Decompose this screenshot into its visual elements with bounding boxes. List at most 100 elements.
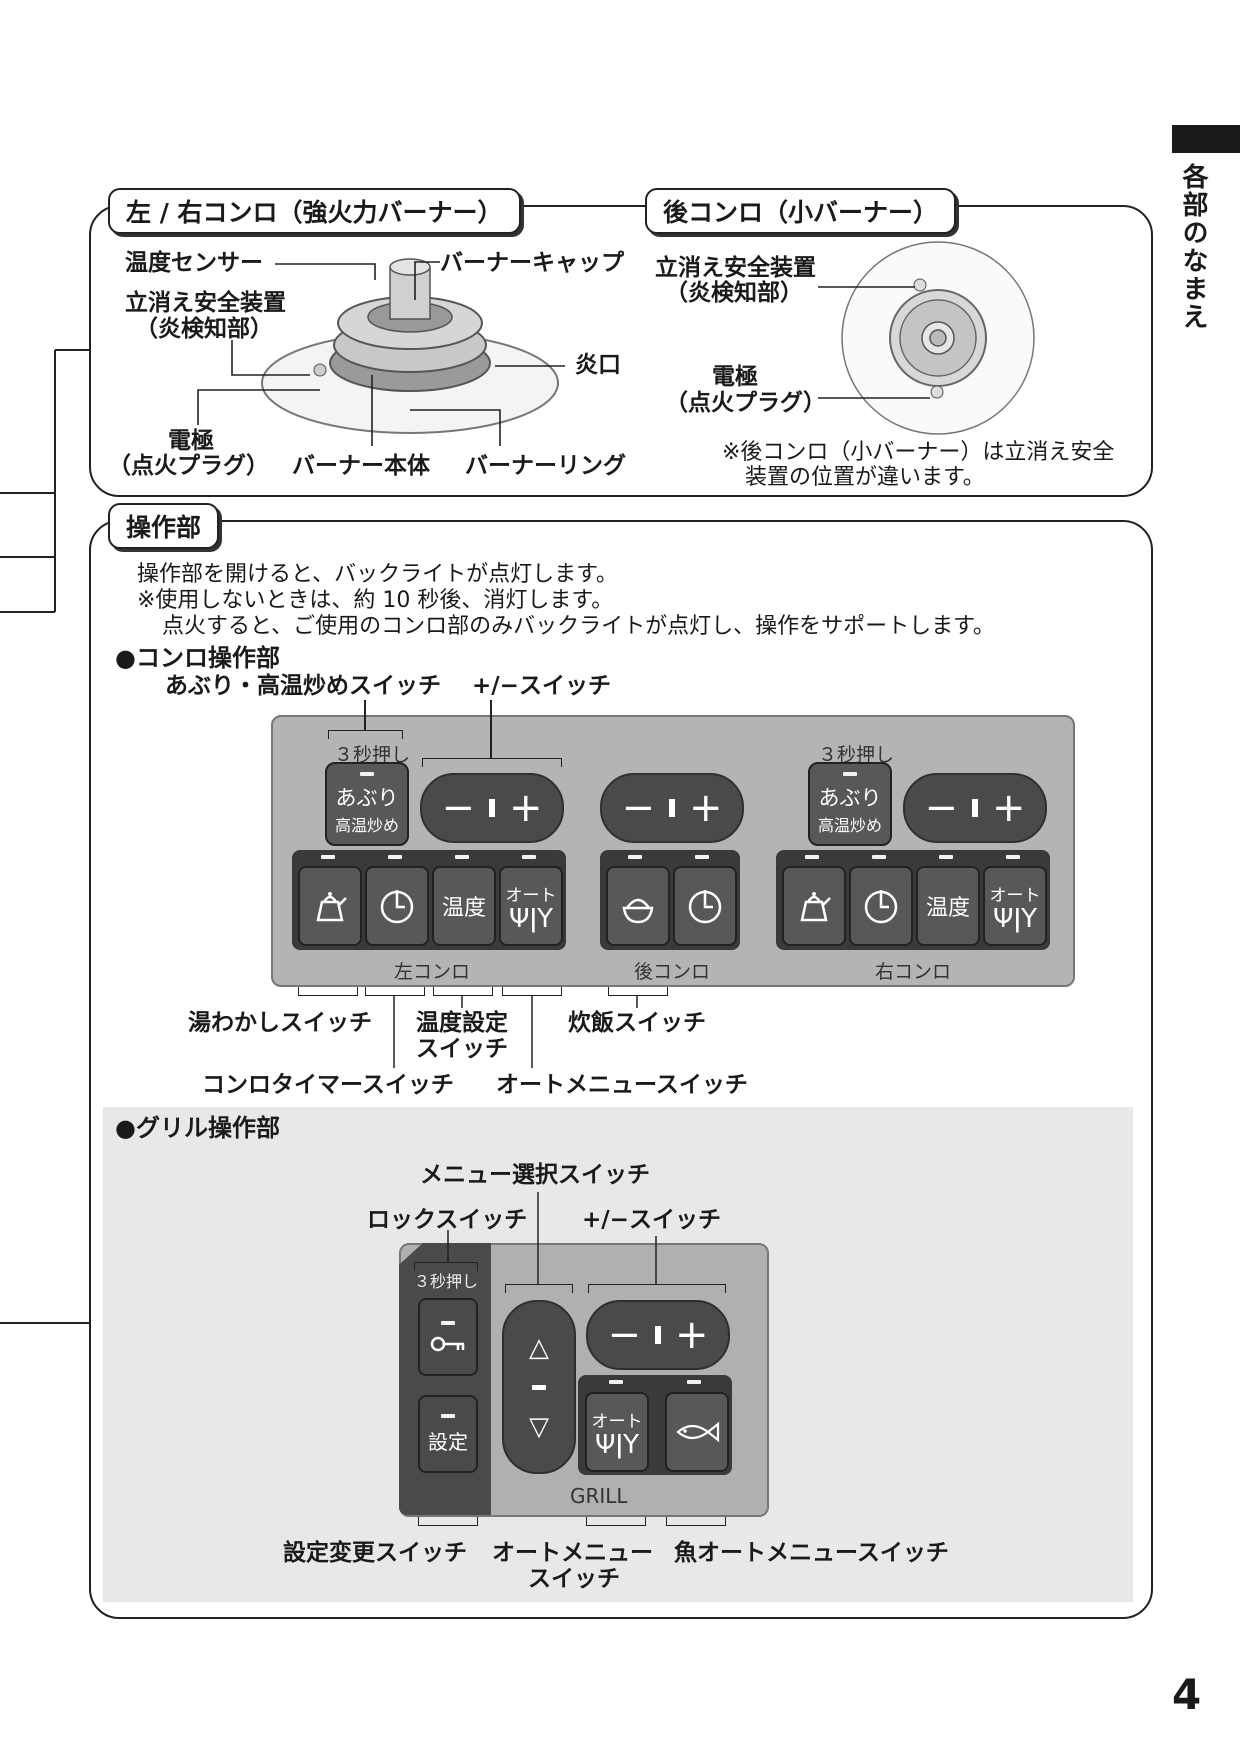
right-stove-label: 右コンロ (875, 961, 952, 983)
grill-hold3: ３秒押し (414, 1272, 479, 1291)
fish-auto-button[interactable] (665, 1392, 729, 1472)
side-tab-label: 各部のなまえ (1178, 163, 1208, 331)
left-kettle-button[interactable] (298, 866, 362, 946)
right-timer-button[interactable] (849, 866, 913, 946)
kettle-bracket (298, 987, 358, 996)
timer-icon (688, 890, 722, 924)
setting-button[interactable]: 設定 (418, 1395, 478, 1473)
grill-plus-minus-button[interactable]: −+ (586, 1300, 730, 1370)
rear-leader-lines (818, 286, 930, 399)
grill-auto-bracket (586, 1517, 646, 1526)
grill-pm-bracket (588, 1284, 726, 1293)
plus-icon: + (689, 785, 723, 831)
led (522, 855, 536, 859)
kettle-switch-label: 湯わかしスイッチ (188, 1010, 372, 1036)
lock-switch-label: ロックスイッチ (367, 1207, 528, 1233)
fish-auto-menu-label: 魚オートメニュースイッチ (674, 1540, 949, 1566)
grill-auto-button[interactable]: オート ΨǀY (585, 1392, 649, 1472)
rear-electrode-sub-label: （点火プラグ） (665, 390, 826, 416)
burner-body-label: バーナー本体 (292, 453, 430, 479)
fish-icon (676, 1421, 720, 1443)
left-plus-minus-button[interactable]: −+ (420, 773, 564, 843)
setting-text: 設定 (428, 1429, 468, 1454)
minus-icon: − (441, 785, 475, 831)
fork-knife-icon: ΨǀY (594, 1429, 639, 1460)
lr-burner-illustration (261, 258, 559, 434)
rear-electrode-label: 電極 (712, 364, 758, 390)
setting-bracket (418, 1517, 478, 1526)
rear-note-1: ※後コンロ（小バーナー）は立消え安全 (722, 440, 1115, 465)
plus-icon: + (509, 785, 543, 831)
rice-button[interactable] (606, 866, 670, 946)
grill-label: GRILL (570, 1484, 628, 1508)
lock-led (441, 1321, 455, 1325)
stove-leader-lines (393, 995, 638, 1068)
aburi-left-led (360, 772, 374, 776)
timer-bracket (365, 987, 425, 996)
menu-select-button[interactable]: △ ▽ (502, 1300, 576, 1474)
flame-port-label: 炎口 (575, 352, 621, 378)
menu-select-label: メニュー選択スイッチ (420, 1162, 650, 1188)
lr-leader-lines (197, 261, 565, 446)
grill-leader-lines (447, 1192, 657, 1284)
grill-plus-minus-label: +/−スイッチ (582, 1207, 721, 1233)
right-plus-minus-button[interactable]: −+ (903, 773, 1047, 843)
kettle-icon (316, 892, 347, 922)
rear-safety-sub-label: （炎検知部） (665, 280, 803, 306)
led (805, 855, 819, 859)
pm-leader (490, 700, 492, 758)
aburi-right-led (843, 772, 857, 776)
left-timer-button[interactable] (365, 866, 429, 946)
hold3-right: ３秒押し (818, 744, 895, 766)
led (1006, 855, 1020, 859)
plus-icon: + (675, 1312, 709, 1358)
left-temp-button[interactable]: 温度 (432, 866, 496, 946)
left-stove-label: 左コンロ (394, 961, 471, 983)
aburi-left-text: あぶり (335, 786, 399, 810)
ops-intro-1: 操作部を開けると、バックライトが点灯します。 (137, 562, 618, 587)
grill-auto-menu-label-2: スイッチ (528, 1566, 620, 1592)
auto-menu-switch-label: オートメニュースイッチ (496, 1072, 748, 1098)
rear-safety-label: 立消え安全装置 (655, 255, 816, 281)
led (939, 855, 953, 859)
setting-led (441, 1413, 455, 1418)
kouon-left-text: 高温炒め (334, 816, 399, 835)
side-tab-marker (1172, 125, 1240, 153)
temp-bracket (433, 987, 493, 996)
minus-icon: − (621, 785, 655, 831)
minus-icon: − (924, 785, 958, 831)
rice-switch-label: 炊飯スイッチ (568, 1010, 706, 1036)
temp-sensor-label: 温度センサー (125, 250, 263, 276)
menu-select-bracket (505, 1284, 573, 1293)
rear-burner-title: 後コンロ（小バーナー） (645, 188, 957, 234)
rear-plus-minus-button[interactable]: −+ (600, 773, 744, 843)
right-temp-button[interactable]: 温度 (916, 866, 980, 946)
ops-intro-3: 点火すると、ご使用のコンロ部のみバックライトが点灯し、操作をサポートします。 (162, 614, 995, 639)
margin-lines (0, 349, 90, 1324)
lock-button[interactable] (418, 1298, 478, 1376)
right-kettle-button[interactable] (782, 866, 846, 946)
separator-icon (655, 1326, 661, 1344)
lr-safety-label: 立消え安全装置 (125, 290, 286, 316)
burner-frame (89, 205, 1153, 497)
auto-text: オート (591, 1411, 643, 1432)
separator-icon (669, 799, 675, 817)
lr-electrode-label: 電極 (168, 428, 214, 454)
lr-pm-bracket (422, 758, 562, 767)
right-auto-button[interactable]: オート ΨǀY (983, 866, 1047, 946)
aburi-switch-label: あぶり・高温炒めスイッチ (165, 673, 441, 699)
rear-burner-illustration (841, 241, 1035, 435)
separator-icon (532, 1384, 546, 1390)
aburi-right-button[interactable]: あぶり 高温炒め (808, 762, 892, 846)
aburi-left-button[interactable]: あぶり 高温炒め (325, 762, 409, 846)
rear-note-2: 装置の位置が違います。 (745, 465, 985, 490)
stove-plus-minus-label: +/−スイッチ (472, 673, 611, 699)
led (628, 855, 642, 859)
rear-timer-button[interactable] (673, 866, 737, 946)
left-auto-button[interactable]: オート ΨǀY (499, 866, 563, 946)
led (609, 1380, 623, 1384)
led (455, 855, 469, 859)
plus-icon: + (992, 785, 1026, 831)
led (687, 1380, 701, 1384)
timer-switch-label: コンロタイマースイッチ (202, 1072, 454, 1098)
